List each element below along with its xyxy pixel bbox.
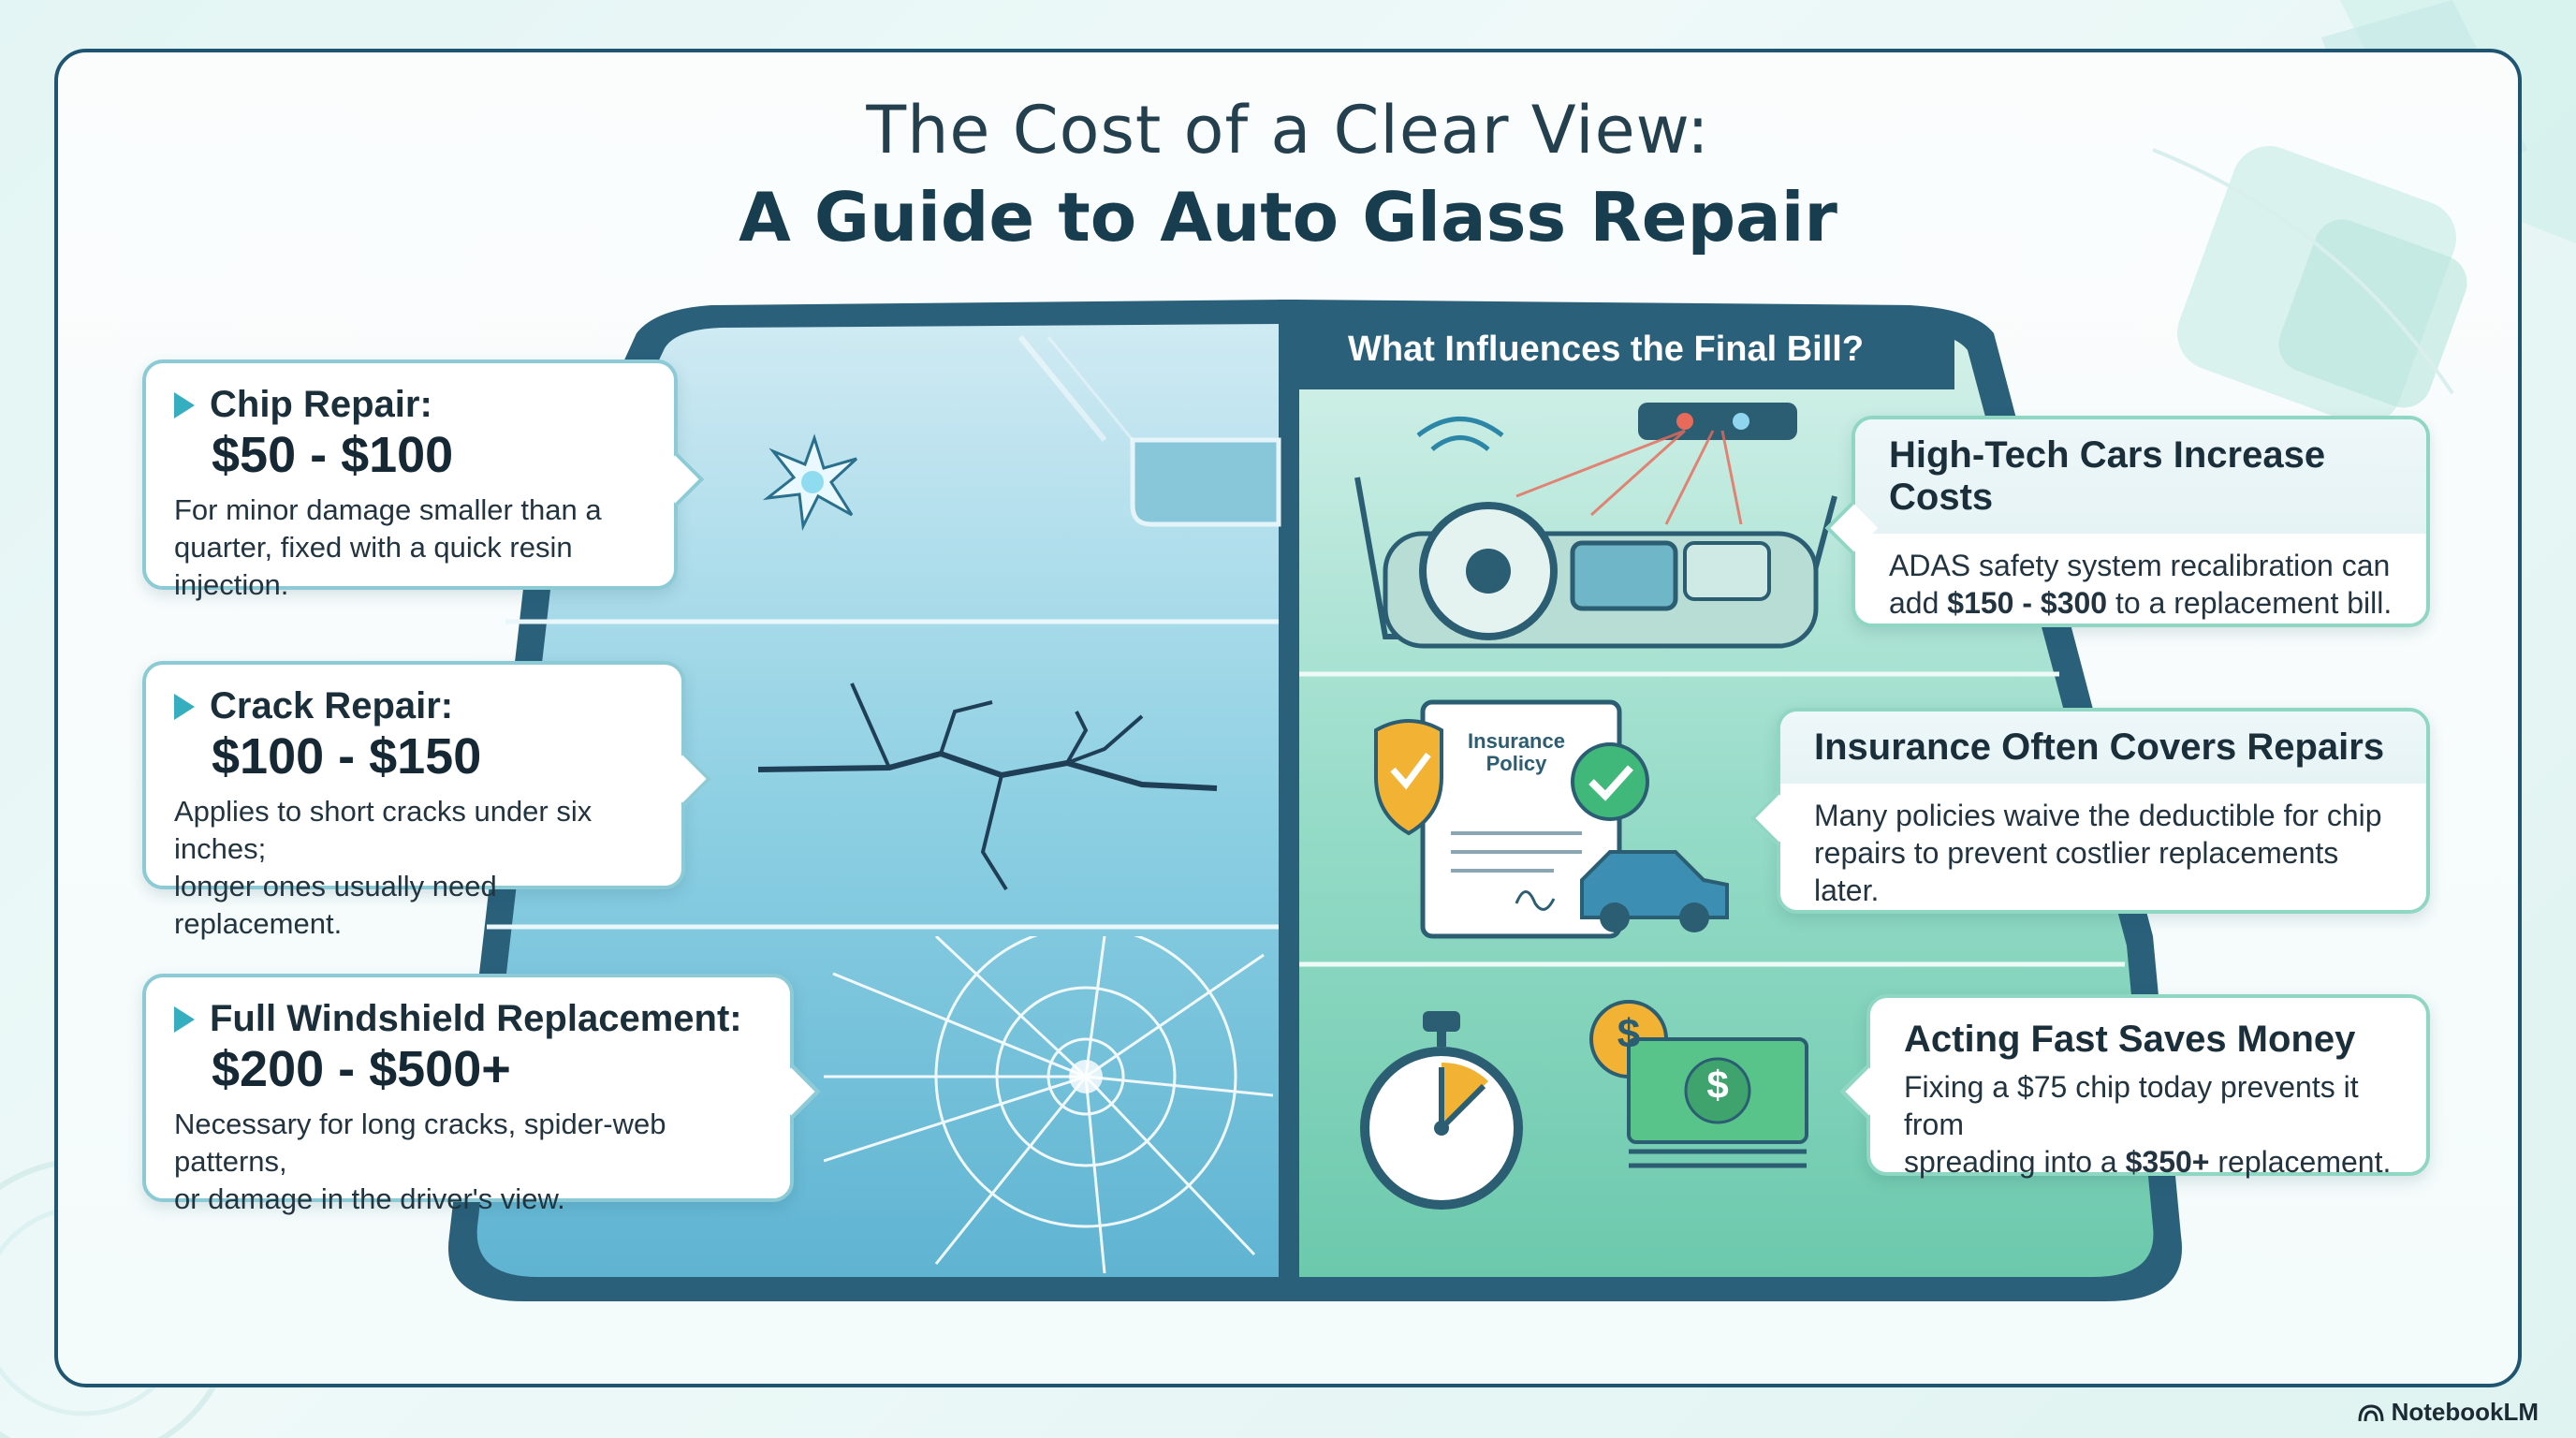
play-bullet-icon [174,391,195,418]
high-tech-line-2-pre: add [1889,586,1948,620]
crack-repair-label: Crack Repair: [210,685,454,726]
chip-damage-icon [762,433,858,532]
coin-dollar-sign: $ [1617,1011,1641,1057]
crack-repair-price: $100 - $150 [212,728,482,785]
replacement-desc-2: or damage in the driver's view. [174,1182,565,1215]
right-panel-header: What Influences the Final Bill? [1348,330,1865,369]
title-line-2: A Guide to Auto Glass Repair [739,178,1837,257]
shatter-damage-icon [824,936,1273,1273]
title-line-1: The Cost of a Clear View: [866,92,1710,169]
high-tech-callout: High-Tech Cars Increase Costs ADAS safet… [1824,416,2430,627]
acting-fast-line-1: Fixing a $75 chip today prevents it from [1904,1070,2359,1141]
high-tech-cost: $150 - $300 [1947,586,2108,620]
chip-repair-callout: Chip Repair: $50 - $100 For minor damage… [142,360,705,601]
high-tech-line-1: ADAS safety system recalibration can [1889,549,2391,582]
replacement-callout: Full Windshield Replacement: $200 - $500… [142,974,821,1215]
crack-repair-callout: Crack Repair: $100 - $150 Applies to sho… [142,661,712,940]
high-tech-line-2-post: to a replacement bill. [2107,586,2393,620]
crack-repair-desc-2: longer ones usually need replacement. [174,870,497,940]
insurance-doc-line-2: Policy [1486,752,1547,775]
acting-fast-callout: Acting Fast Saves Money Fixing a $75 chi… [1839,994,2430,1179]
acting-fast-cost: $350+ [2125,1145,2210,1179]
replacement-price: $200 - $500+ [212,1041,511,1097]
insurance-line-2: repairs to prevent costlier replacements… [1814,836,2339,907]
play-bullet-icon [174,693,195,720]
insurance-doc-line-1: Insurance [1468,729,1565,753]
high-tech-title: High-Tech Cars Increase Costs [1855,419,2426,534]
brand-logo: NotebookLM [2358,1398,2539,1427]
acting-fast-line-2-post: replacement. [2209,1145,2392,1179]
car-dashboard-icon [1354,403,1837,649]
insurance-policy-icon [1374,699,1729,939]
insurance-callout: Insurance Often Covers Repairs Many poli… [1749,708,2430,914]
brand-name: NotebookLM [2391,1398,2539,1426]
crack-repair-desc-1: Applies to short cracks under six inches… [174,795,593,865]
crack-damage-icon [757,682,1218,891]
bill-dollar-sign: $ [1706,1063,1729,1107]
replacement-desc-1: Necessary for long cracks, spider-web pa… [174,1108,666,1178]
stopwatch-icon [1360,1011,1523,1210]
insurance-title: Insurance Often Covers Repairs [1780,712,2426,784]
chip-repair-desc-2: quarter, fixed with a quick resin inject… [174,531,573,601]
insurance-line-1: Many policies waive the deductible for c… [1814,799,2382,832]
acting-fast-line-2-pre: spreading into a [1904,1145,2126,1179]
replacement-label: Full Windshield Replacement: [210,998,742,1039]
insurance-doc-text: Insurance Policy [1460,730,1573,775]
money-icon [1589,1000,1808,1168]
chip-repair-label: Chip Repair: [210,384,432,425]
chip-repair-price: $50 - $100 [212,427,454,483]
notebooklm-logo-icon [2358,1403,2384,1421]
chip-repair-desc-1: For minor damage smaller than a [174,493,602,526]
play-bullet-icon [174,1005,195,1033]
acting-fast-title: Acting Fast Saves Money [1904,1019,2356,1060]
